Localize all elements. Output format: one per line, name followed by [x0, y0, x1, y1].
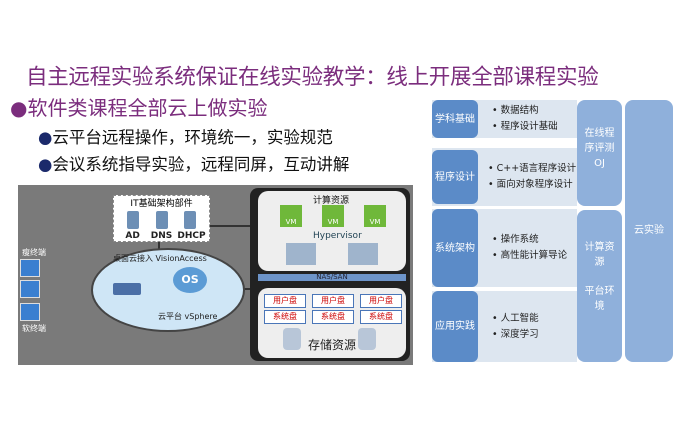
server-rack-icon	[286, 243, 316, 265]
os-cloud-icon: OS	[173, 267, 207, 293]
cloud-lab-column: 云实验	[625, 100, 673, 362]
compute-title: 计算资源	[313, 196, 350, 206]
system-disk: 系统盘	[264, 310, 306, 324]
it-box-title: IT基础架构部件	[130, 199, 193, 209]
compute-resources: 计算资源 VM VM VM Hypervisor	[258, 191, 406, 271]
storage-resources: 用户盘 用户盘 用户盘 系统盘 系统盘 系统盘 存储资源	[258, 288, 406, 358]
row-label: 学科基础	[432, 100, 478, 138]
row-label: 程序设计	[432, 150, 478, 204]
main-bullet: ●软件类课程全部云上做实验	[10, 96, 268, 120]
resource-panel: 计算资源 VM VM VM Hypervisor NAS/SAN 用户盘 用户盘…	[250, 188, 410, 361]
hypervisor-label: Hypervisor	[313, 231, 362, 241]
slide-title: 自主远程实验系统保证在线实验教学：线上开展全部课程实验	[26, 65, 599, 90]
database-icon	[358, 328, 376, 350]
client-icon	[20, 259, 40, 277]
vm-icon: VM	[280, 205, 302, 227]
gateway-label: 桌面云接入 VisionAccess	[113, 254, 207, 263]
user-disk: 用户盘	[264, 294, 306, 308]
it-infrastructure-box: IT基础架构部件 AD DNS DHCP	[113, 195, 210, 242]
database-icon	[283, 328, 301, 350]
user-disk: 用户盘	[312, 294, 354, 308]
user-disk: 用户盘	[360, 294, 402, 308]
compute-column: 计算资源平台环境	[577, 210, 622, 362]
server-rack-icon	[348, 243, 378, 265]
sub-bullet: ●云平台远程操作，环境统一，实验规范	[38, 128, 333, 147]
vm-icon: VM	[322, 205, 344, 227]
storage-title: 存储资源	[308, 338, 357, 352]
oj-column: 在线程序评测OJ	[577, 100, 622, 206]
nas-san-bar: NAS/SAN	[258, 274, 406, 281]
server-dns: DNS	[149, 209, 175, 241]
soft-client-label: 软终端	[22, 324, 46, 333]
sub-bullet: ●会议系统指导实验，远程同屏，互动讲解	[38, 155, 350, 174]
server-ad: AD	[120, 209, 146, 241]
row-label: 系统架构	[432, 209, 478, 287]
client-icon	[20, 303, 40, 321]
server-dhcp: DHCP	[177, 209, 206, 241]
system-disk: 系统盘	[360, 310, 402, 324]
virtualization-label: 云平台 vSphere	[158, 312, 218, 321]
gateway-icon	[113, 283, 141, 295]
thin-client-label: 瘦终端	[22, 248, 46, 257]
network-diagram: IT基础架构部件 AD DNS DHCP 瘦终端 软终端 桌面云接入 Visio…	[18, 185, 413, 365]
vm-icon: VM	[364, 205, 386, 227]
row-label: 应用实践	[432, 291, 478, 362]
system-disk: 系统盘	[312, 310, 354, 324]
client-icon	[20, 280, 40, 298]
